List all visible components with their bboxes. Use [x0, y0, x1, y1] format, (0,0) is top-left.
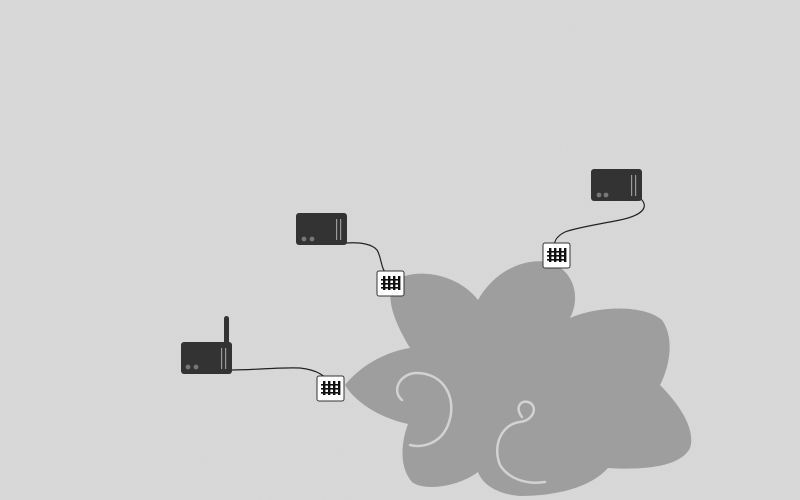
router-body: [296, 213, 347, 245]
network-jack-icon: [542, 242, 571, 269]
network-jack-icon: [376, 270, 405, 297]
router-body: [181, 342, 232, 374]
router-led: [309, 236, 315, 242]
jack-pins: [547, 248, 567, 262]
cable-right: [553, 198, 645, 251]
jack-pins: [381, 276, 401, 290]
router-slot: [336, 219, 338, 240]
router-slot: [340, 219, 342, 240]
router-led: [193, 364, 199, 370]
router-led: [301, 236, 307, 242]
router-slot: [221, 348, 223, 369]
cable-middle: [345, 242, 389, 277]
cloud-icon: [345, 261, 692, 496]
router-antenna: [224, 316, 229, 348]
cloud-swirl: [395, 371, 547, 484]
network-jack-icon: [316, 375, 345, 402]
router-led: [603, 192, 609, 198]
router-icon: [591, 169, 642, 201]
router-led: [185, 364, 191, 370]
router-body: [591, 169, 642, 201]
router-icon: [296, 213, 347, 245]
router-slot: [225, 348, 227, 369]
router-slot: [631, 175, 633, 196]
wireless-router-icon: [181, 316, 232, 374]
router-slot: [635, 175, 637, 196]
jack-pins: [321, 381, 341, 395]
router-led: [596, 192, 602, 198]
